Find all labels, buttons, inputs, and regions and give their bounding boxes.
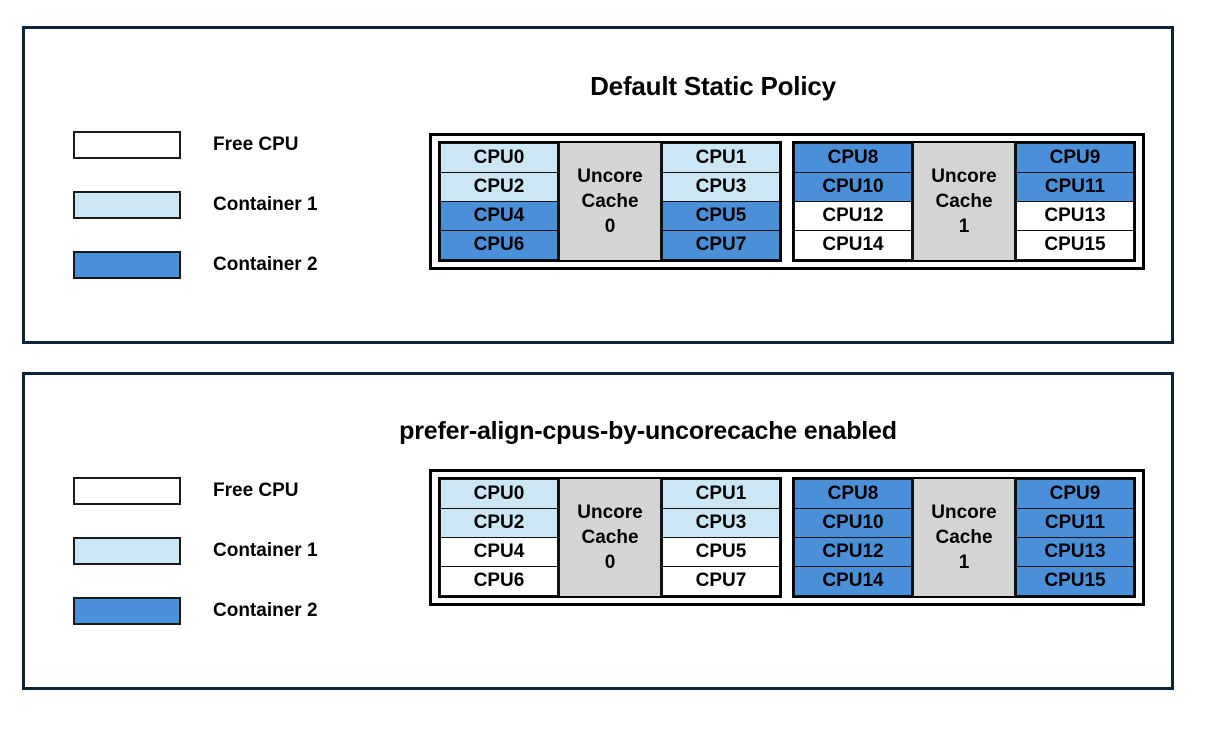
legend-swatch-container-1	[73, 537, 181, 565]
legend-label-container-2: Container 2	[213, 600, 318, 621]
legend-label-free-cpu: Free CPU	[213, 480, 299, 501]
legend: Free CPU Container 1 Container 2	[73, 461, 318, 641]
uncore-cache-index: 1	[958, 552, 970, 574]
legend: Free CPU Container 1 Container 2	[73, 115, 318, 295]
cpu-cell: CPU11	[1016, 508, 1134, 538]
legend-label-container-1: Container 1	[213, 540, 318, 561]
cpu-cell: CPU0	[440, 143, 558, 173]
cpu-cell: CPU9	[1016, 479, 1134, 509]
legend-item-free-cpu: Free CPU	[73, 115, 318, 175]
uncore-cache-line1: Uncore	[577, 501, 643, 523]
cpu-cell: CPU4	[440, 537, 558, 567]
cpu-column-left: CPU8 CPU10 CPU12 CPU14	[794, 479, 912, 596]
cpu-cell: CPU2	[440, 172, 558, 202]
uncore-cache-line2: Cache	[935, 526, 993, 548]
uncore-cache-line1: Uncore	[931, 501, 997, 523]
cpu-cell: CPU3	[662, 172, 780, 202]
cpu-cell: CPU9	[1016, 143, 1134, 173]
uncore-cache-group-1: CPU8 CPU10 CPU12 CPU14 Uncore Cache 1 CP…	[792, 477, 1136, 598]
cpu-topology-diagram: CPU0 CPU2 CPU4 CPU6 Uncore Cache 0 CPU1 …	[429, 469, 1145, 606]
uncore-cache-label: Uncore Cache 1	[912, 479, 1016, 596]
cpu-cell: CPU12	[794, 537, 912, 567]
legend-swatch-container-1	[73, 191, 181, 219]
legend-item-container-1: Container 1	[73, 521, 318, 581]
cpu-cell: CPU13	[1016, 537, 1134, 567]
cpu-cell: CPU12	[794, 201, 912, 231]
cpu-cell: CPU1	[662, 143, 780, 173]
panel-title: prefer-align-cpus-by-uncorecache enabled	[399, 417, 897, 445]
panel-default-static-policy: Default Static Policy Free CPU Container…	[22, 26, 1174, 344]
uncore-cache-line2: Cache	[581, 526, 639, 548]
cpu-cell: CPU7	[662, 566, 780, 596]
cpu-cell: CPU3	[662, 508, 780, 538]
uncore-cache-line1: Uncore	[577, 165, 643, 187]
uncore-cache-group-1: CPU8 CPU10 CPU12 CPU14 Uncore Cache 1 CP…	[792, 141, 1136, 262]
uncore-cache-index: 0	[604, 552, 616, 574]
legend-item-container-2: Container 2	[73, 235, 318, 295]
cpu-cell: CPU10	[794, 508, 912, 538]
legend-label-free-cpu: Free CPU	[213, 134, 299, 155]
cpu-cell: CPU5	[662, 201, 780, 231]
legend-swatch-free-cpu	[73, 131, 181, 159]
cpu-cell: CPU5	[662, 537, 780, 567]
cpu-column-left: CPU0 CPU2 CPU4 CPU6	[440, 479, 558, 596]
cpu-cell: CPU0	[440, 479, 558, 509]
cpu-cell: CPU1	[662, 479, 780, 509]
cpu-cell: CPU2	[440, 508, 558, 538]
legend-swatch-container-2	[73, 251, 181, 279]
cpu-column-right: CPU9 CPU11 CPU13 CPU15	[1016, 143, 1134, 260]
cpu-column-right: CPU1 CPU3 CPU5 CPU7	[662, 479, 780, 596]
cpu-cell: CPU6	[440, 566, 558, 596]
cpu-cell: CPU6	[440, 230, 558, 260]
uncore-cache-label: Uncore Cache 0	[558, 479, 662, 596]
uncore-cache-index: 0	[604, 216, 616, 238]
uncore-cache-group-0: CPU0 CPU2 CPU4 CPU6 Uncore Cache 0 CPU1 …	[438, 477, 782, 598]
panel-title: Default Static Policy	[590, 71, 836, 101]
legend-swatch-free-cpu	[73, 477, 181, 505]
uncore-cache-label: Uncore Cache 1	[912, 143, 1016, 260]
legend-label-container-2: Container 2	[213, 254, 318, 275]
uncore-cache-line1: Uncore	[931, 165, 997, 187]
cpu-column-right: CPU1 CPU3 CPU5 CPU7	[662, 143, 780, 260]
cpu-cell: CPU10	[794, 172, 912, 202]
uncore-cache-label: Uncore Cache 0	[558, 143, 662, 260]
uncore-cache-line2: Cache	[935, 190, 993, 212]
cpu-column-left: CPU0 CPU2 CPU4 CPU6	[440, 143, 558, 260]
legend-label-container-1: Container 1	[213, 194, 318, 215]
cpu-topology-diagram: CPU0 CPU2 CPU4 CPU6 Uncore Cache 0 CPU1 …	[429, 133, 1145, 270]
uncore-cache-index: 1	[958, 216, 970, 238]
cpu-cell: CPU8	[794, 143, 912, 173]
cpu-cell: CPU14	[794, 566, 912, 596]
panel-prefer-align-cpus-by-uncorecache: prefer-align-cpus-by-uncorecache enabled…	[22, 372, 1174, 690]
cpu-cell: CPU11	[1016, 172, 1134, 202]
legend-item-container-2: Container 2	[73, 581, 318, 641]
uncore-cache-group-0: CPU0 CPU2 CPU4 CPU6 Uncore Cache 0 CPU1 …	[438, 141, 782, 262]
legend-swatch-container-2	[73, 597, 181, 625]
cpu-cell: CPU8	[794, 479, 912, 509]
cpu-cell: CPU14	[794, 230, 912, 260]
legend-item-container-1: Container 1	[73, 175, 318, 235]
cpu-cell: CPU15	[1016, 566, 1134, 596]
cpu-cell: CPU15	[1016, 230, 1134, 260]
cpu-cell: CPU7	[662, 230, 780, 260]
cpu-cell: CPU13	[1016, 201, 1134, 231]
cpu-cell: CPU4	[440, 201, 558, 231]
legend-item-free-cpu: Free CPU	[73, 461, 318, 521]
cpu-column-right: CPU9 CPU11 CPU13 CPU15	[1016, 479, 1134, 596]
cpu-column-left: CPU8 CPU10 CPU12 CPU14	[794, 143, 912, 260]
uncore-cache-line2: Cache	[581, 190, 639, 212]
